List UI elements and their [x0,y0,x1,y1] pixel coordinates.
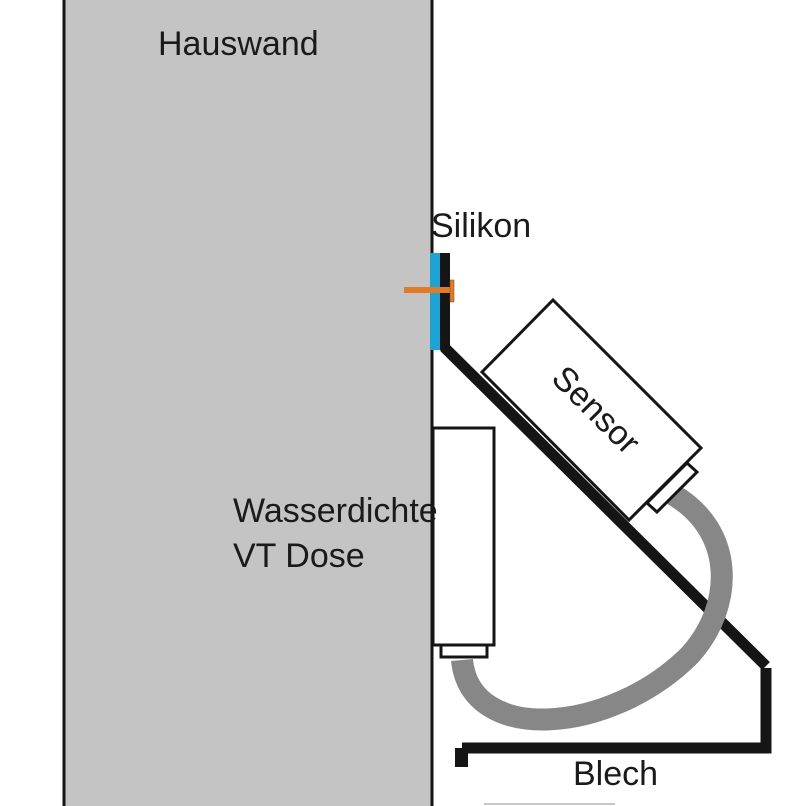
sensor-body [479,297,704,523]
sheet-end [455,748,468,767]
screw-head [449,279,455,303]
junction-box [431,426,496,647]
wall-label: Hauswand [158,25,319,63]
screw-shaft [404,287,452,293]
junction-box-connector [439,643,489,659]
cable [451,484,733,731]
silicone-label: Silikon [431,207,531,245]
bracket-vertical [440,253,450,350]
box-label-line1: Wasserdichte [233,492,438,530]
sheet-metal [462,668,772,754]
house-wall [62,0,434,806]
silicone-seal [430,253,441,350]
box-label-line2: VT Dose [233,537,365,575]
sheet-label: Blech [573,755,658,793]
